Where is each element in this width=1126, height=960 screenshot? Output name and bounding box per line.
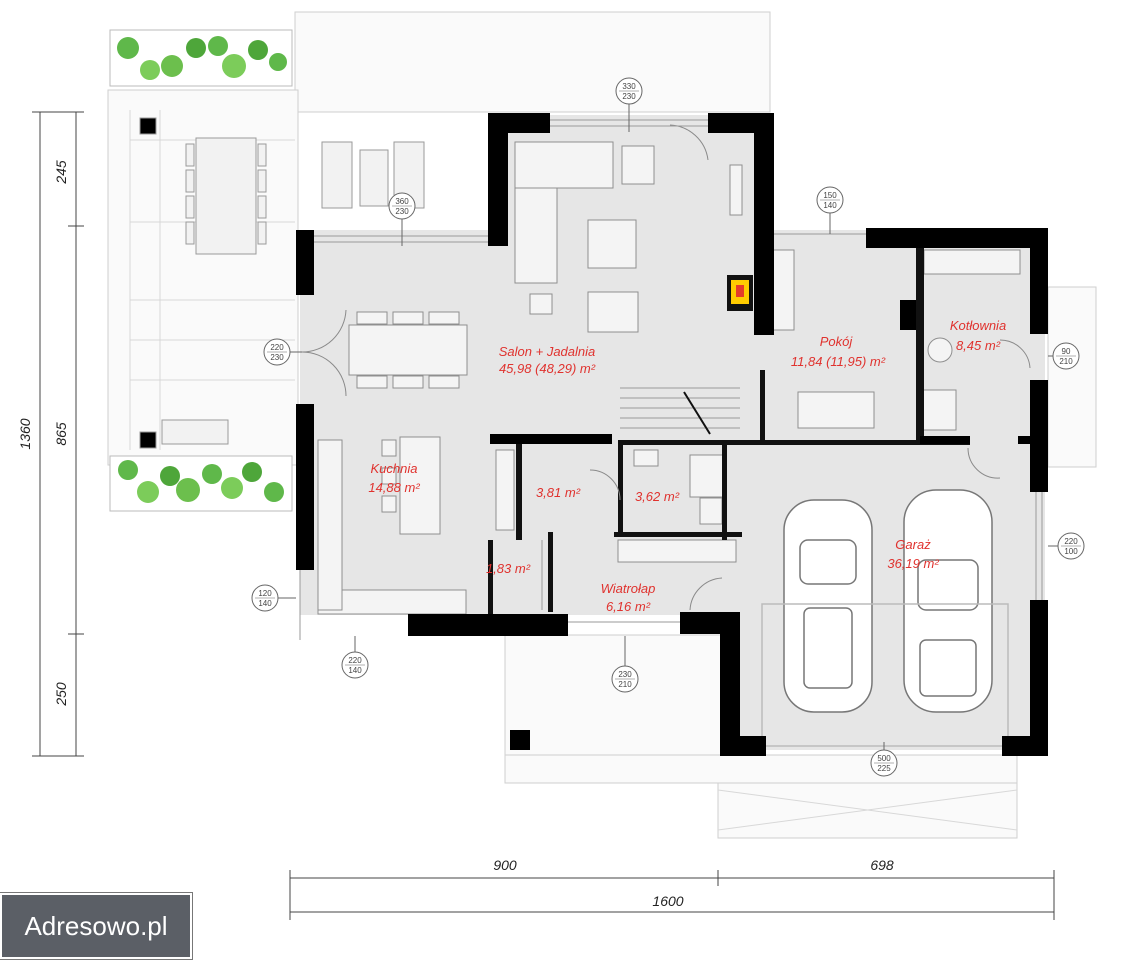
door-swings bbox=[301, 124, 1031, 611]
svg-text:140: 140 bbox=[348, 666, 362, 675]
planter-top bbox=[109, 29, 293, 87]
dim-horizontal-right: 698 bbox=[870, 857, 894, 873]
room-wiatrolap-name: Wiatrołap bbox=[601, 581, 656, 596]
dim-vertical-middle: 865 bbox=[53, 422, 69, 446]
room-pokoj-name: Pokój bbox=[820, 334, 854, 349]
dim-vertical-total: 1360 bbox=[17, 418, 33, 449]
opening-marker: 360 230 bbox=[388, 192, 416, 246]
svg-text:220: 220 bbox=[348, 656, 362, 665]
fireplace bbox=[727, 275, 753, 311]
opening-marker: 120 140 bbox=[251, 584, 296, 612]
svg-text:360: 360 bbox=[395, 197, 409, 206]
room-pantry-area: 3,81 m² bbox=[536, 485, 581, 500]
room-kuchnia-area: 14,88 m² bbox=[368, 480, 420, 495]
opening-markers: 330 230 360 230 150 140 220 230 bbox=[251, 77, 1085, 777]
room-bath-area: 3,62 m² bbox=[635, 489, 680, 504]
interior-partitions bbox=[488, 230, 970, 615]
svg-text:230: 230 bbox=[395, 207, 409, 216]
svg-text:225: 225 bbox=[877, 764, 891, 773]
opening-marker: 500 225 bbox=[870, 742, 898, 777]
svg-text:210: 210 bbox=[618, 680, 632, 689]
svg-text:230: 230 bbox=[270, 353, 284, 362]
watermark-text: Adresowo.pl bbox=[24, 910, 168, 941]
planter-bottom bbox=[109, 455, 293, 512]
room-salon-area: 45,98 (48,29) m² bbox=[499, 361, 596, 376]
room-garaz-name: Garaż bbox=[895, 537, 931, 552]
dim-vertical-top: 245 bbox=[53, 160, 69, 185]
room-kotlownia-area: 8,45 m² bbox=[956, 338, 1001, 353]
svg-text:330: 330 bbox=[622, 82, 636, 91]
svg-text:210: 210 bbox=[1059, 357, 1073, 366]
svg-text:140: 140 bbox=[258, 599, 272, 608]
dim-horizontal-total: 1600 bbox=[652, 893, 683, 909]
room-labels: Salon + Jadalnia 45,98 (48,29) m² Pokój … bbox=[368, 318, 1006, 614]
outer-walls bbox=[296, 113, 1048, 756]
svg-text:230: 230 bbox=[622, 92, 636, 101]
room-closet-area: 1,83 m² bbox=[486, 561, 531, 576]
room-wiatrolap-area: 6,16 m² bbox=[606, 599, 651, 614]
svg-text:230: 230 bbox=[618, 670, 632, 679]
svg-text:120: 120 bbox=[258, 589, 272, 598]
opening-marker: 90 210 bbox=[1048, 342, 1080, 370]
svg-text:140: 140 bbox=[823, 201, 837, 210]
garage-cars bbox=[761, 489, 1009, 747]
opening-marker: 220 140 bbox=[341, 636, 369, 679]
room-salon-name: Salon + Jadalnia bbox=[499, 344, 596, 359]
room-kotlownia-name: Kotłownia bbox=[950, 318, 1006, 333]
svg-text:150: 150 bbox=[823, 191, 837, 200]
opening-marker: 220 230 bbox=[263, 338, 302, 366]
opening-marker: 150 140 bbox=[816, 186, 844, 234]
svg-text:500: 500 bbox=[877, 754, 891, 763]
dim-vertical-bottom: 250 bbox=[53, 682, 69, 707]
svg-text:220: 220 bbox=[270, 343, 284, 352]
room-pokoj-area: 11,84 (11,95) m² bbox=[791, 354, 886, 369]
watermark-logo: Adresowo.pl bbox=[0, 893, 192, 959]
room-garaz-area: 36,19 m² bbox=[887, 556, 939, 571]
svg-text:100: 100 bbox=[1064, 547, 1078, 556]
opening-marker: 220 100 bbox=[1048, 532, 1085, 560]
opening-marker: 330 230 bbox=[615, 77, 643, 132]
svg-text:220: 220 bbox=[1064, 537, 1078, 546]
dimension-labels: 1360 245 865 250 900 698 1600 bbox=[17, 160, 894, 909]
opening-marker: 230 210 bbox=[611, 636, 639, 693]
dimension-lines bbox=[32, 111, 1055, 920]
terrace-furniture bbox=[139, 117, 425, 449]
svg-text:90: 90 bbox=[1062, 347, 1071, 356]
room-kuchnia-name: Kuchnia bbox=[371, 461, 418, 476]
dim-horizontal-left: 900 bbox=[493, 857, 517, 873]
